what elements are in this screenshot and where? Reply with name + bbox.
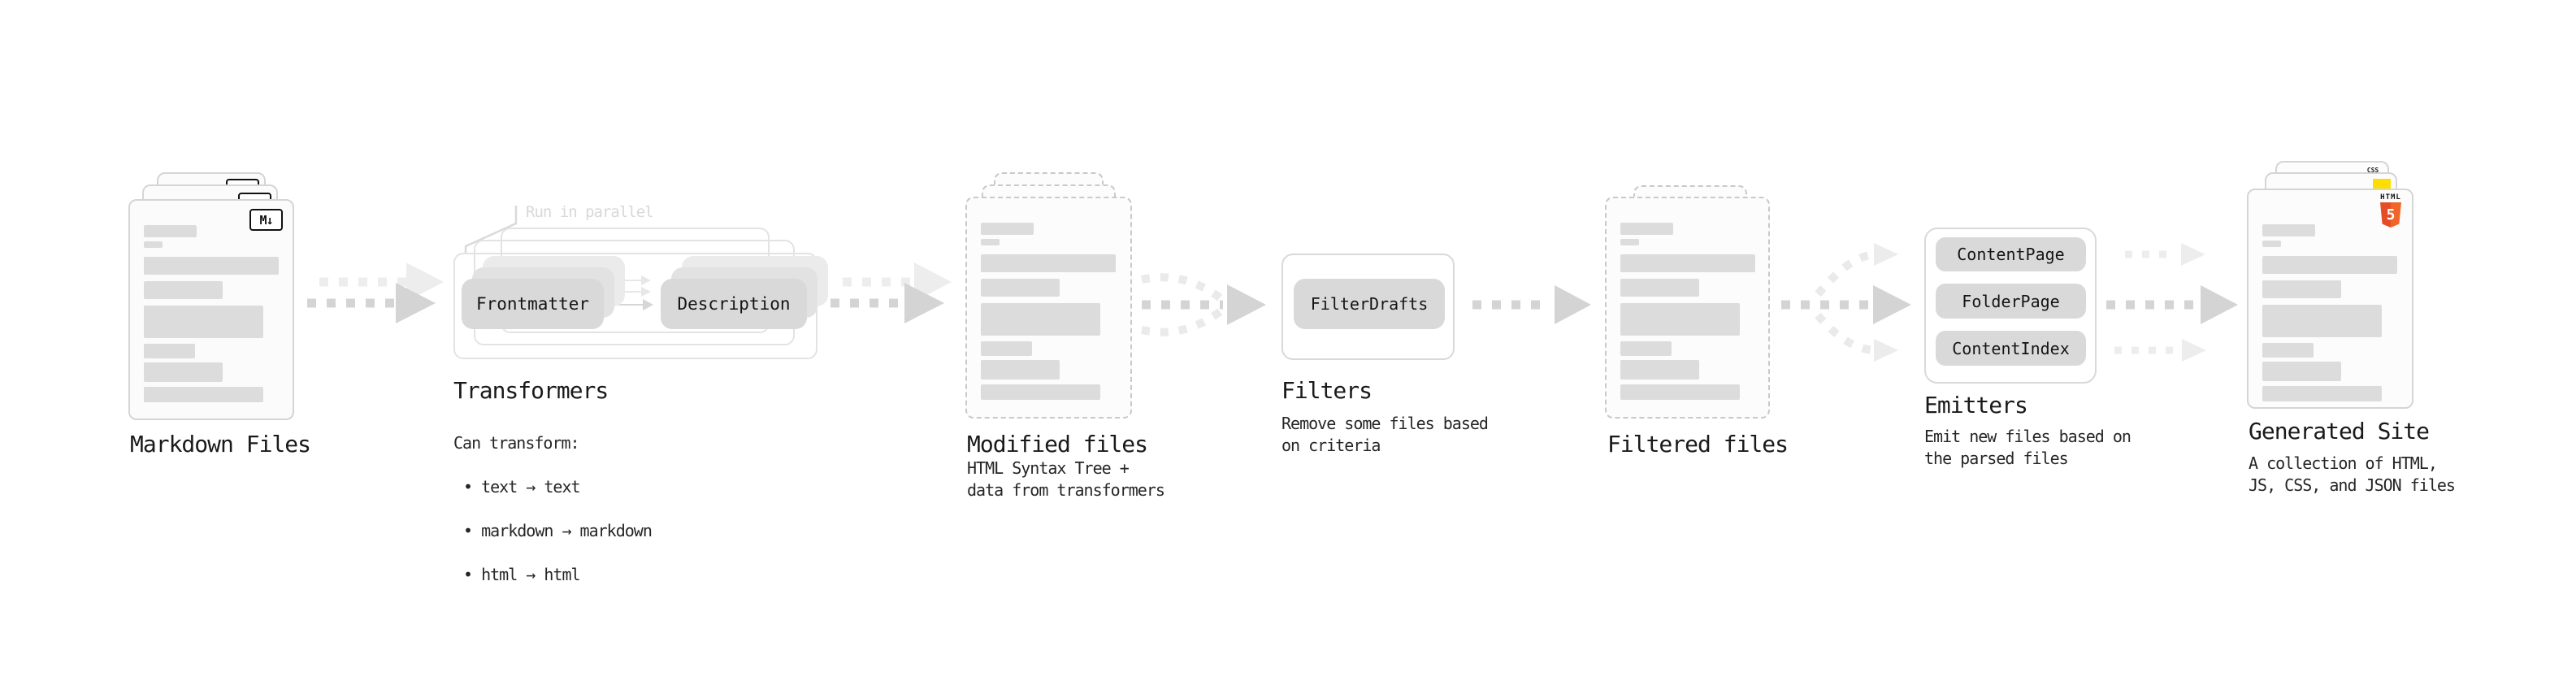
skeleton-line xyxy=(2262,241,2281,247)
transformers-description: Can transform: • text → text • markdown … xyxy=(453,410,653,608)
modified-description: HTML Syntax Tree + data from transformer… xyxy=(967,458,1165,500)
emitter-pill-folderpage: FolderPage xyxy=(1936,284,2086,319)
skeleton-line xyxy=(144,306,263,338)
stage-label-modified: Modified files xyxy=(967,431,1148,458)
generated-file-card-html: HTML 5 xyxy=(2247,189,2413,409)
skeleton-line xyxy=(981,341,1032,356)
stage-label-transformers: Transformers xyxy=(453,377,609,404)
stage-label-filtered: Filtered files xyxy=(1607,431,1789,458)
stage-label-emitters: Emitters xyxy=(1924,392,2028,419)
description-pill: Description xyxy=(661,279,807,329)
skeleton-line xyxy=(981,384,1100,400)
filterdrafts-pill: FilterDrafts xyxy=(1294,279,1445,329)
run-in-parallel-annotation: Run in parallel xyxy=(526,203,654,221)
transformers-bullet: • text → text xyxy=(463,477,581,497)
arrow-filters-to-filtered xyxy=(1472,285,1591,324)
html5-icon-number: 5 xyxy=(2386,206,2396,223)
stage-label-filters: Filters xyxy=(1281,377,1373,404)
arrow-transformers-to-modified xyxy=(830,262,952,323)
js-icon xyxy=(2373,179,2391,190)
html5-icon-shield: 5 xyxy=(2380,202,2401,228)
skeleton-line xyxy=(1620,303,1740,336)
skeleton-line xyxy=(981,279,1060,297)
arrow-emitters-to-generated xyxy=(2106,243,2238,362)
markdown-icon: M↓ xyxy=(249,209,283,231)
skeleton-line xyxy=(144,257,279,275)
file-skeleton xyxy=(981,223,1116,400)
skeleton-line xyxy=(1620,223,1673,235)
file-skeleton xyxy=(144,225,279,402)
file-skeleton xyxy=(2262,224,2397,401)
skeleton-line xyxy=(1620,341,1672,356)
modified-file-card-front xyxy=(965,197,1132,419)
skeleton-line xyxy=(1620,239,1639,245)
skeleton-line xyxy=(2262,256,2397,274)
filters-description: Remove some files based on criteria xyxy=(1281,414,1489,455)
skeleton-line xyxy=(144,241,163,248)
skeleton-line xyxy=(981,360,1060,380)
skeleton-line xyxy=(144,281,223,299)
html5-icon-label: HTML xyxy=(2380,193,2401,202)
skeleton-line xyxy=(2262,224,2315,236)
skeleton-line xyxy=(1620,254,1755,272)
skeleton-line xyxy=(144,225,197,237)
generated-description: A collection of HTML, JS, CSS, and JSON … xyxy=(2249,453,2456,495)
filtered-file-card-front xyxy=(1605,197,1770,419)
skeleton-line xyxy=(144,362,223,382)
emitters-description: Emit new files based on the parsed files xyxy=(1924,427,2131,468)
arrow-markdown-to-transformers xyxy=(307,262,444,323)
skeleton-line xyxy=(144,387,263,402)
skeleton-line xyxy=(1620,360,1699,380)
transformers-bullet: • html → html xyxy=(463,565,581,584)
transformers-bullet: • markdown → markdown xyxy=(463,521,653,540)
skeleton-line xyxy=(981,239,1000,245)
emitter-pill-contentindex: ContentIndex xyxy=(1936,331,2086,366)
css-icon-label: CSS xyxy=(2366,167,2379,174)
skeleton-line xyxy=(2262,343,2314,358)
emitter-pill-contentpage: ContentPage xyxy=(1936,237,2086,271)
skeleton-line xyxy=(981,254,1116,272)
skeleton-line xyxy=(981,223,1034,235)
file-skeleton xyxy=(1620,223,1755,400)
arrow-modified-to-filters xyxy=(1140,273,1266,336)
markdown-file-card-front: M↓ xyxy=(128,199,294,420)
stage-label-markdown: Markdown Files xyxy=(130,431,311,458)
skeleton-line xyxy=(2262,362,2341,381)
skeleton-line xyxy=(1620,279,1699,297)
skeleton-line xyxy=(1620,384,1740,400)
skeleton-line xyxy=(144,344,195,358)
skeleton-line xyxy=(2262,280,2341,298)
arrow-filtered-to-emitters xyxy=(1781,243,1911,362)
html5-icon: HTML 5 xyxy=(2379,194,2402,228)
skeleton-line xyxy=(2262,305,2382,337)
skeleton-line xyxy=(2262,386,2382,401)
skeleton-line xyxy=(981,303,1100,336)
stage-label-generated: Generated Site xyxy=(2249,418,2430,445)
transformers-desc-title: Can transform: xyxy=(453,433,580,453)
run-in-parallel-connector xyxy=(464,206,518,254)
frontmatter-pill: Frontmatter xyxy=(462,279,604,329)
